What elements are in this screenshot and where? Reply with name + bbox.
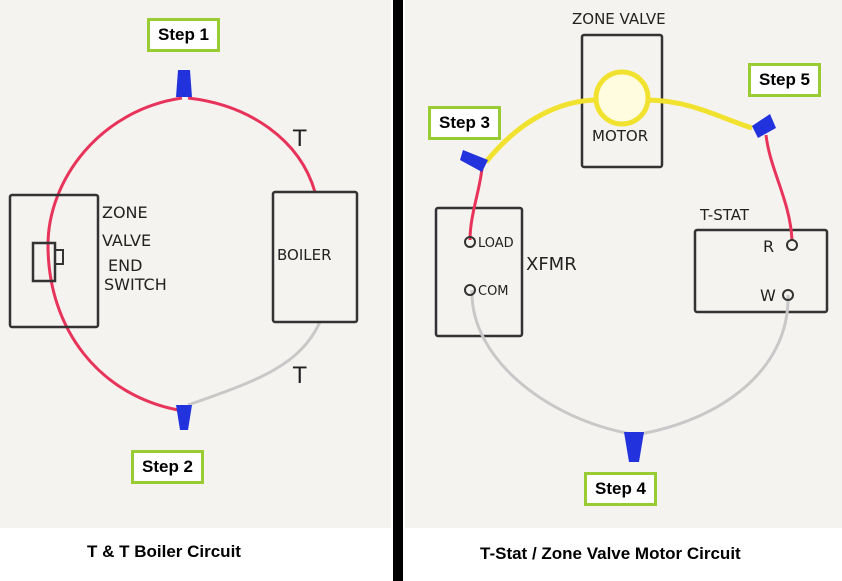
xfmr-label: XFMR: [526, 254, 577, 275]
zone-valve-end-switch-box: [8, 193, 100, 329]
left-caption: T & T Boiler Circuit: [87, 542, 241, 561]
step-1-label: Step 1: [147, 18, 221, 52]
step-4-label: Step 4: [584, 472, 658, 506]
wire-nut-step-5: [752, 114, 776, 138]
wire-nut-step-2: [176, 405, 192, 430]
zone-line-4: SWITCH: [104, 275, 167, 294]
xfmr-box: [434, 206, 524, 338]
yellow-wire-left: [484, 97, 599, 164]
load-terminal: [464, 236, 476, 248]
red-wire-left-loop: [46, 96, 183, 412]
w-label: W: [760, 286, 776, 305]
w-terminal: [782, 289, 794, 301]
wire-nut-step-4: [624, 432, 644, 462]
white-wire-com: [470, 289, 633, 436]
com-terminal: [464, 284, 476, 296]
zone-valve-end-switch-label: ZONE VALVE END SWITCH: [102, 203, 167, 294]
zone-line-1: ZONE: [102, 203, 148, 222]
zone-line-3: END: [108, 256, 142, 275]
boiler-box: [271, 190, 359, 324]
step-2-label: Step 2: [131, 450, 205, 484]
t-label-bottom: T: [292, 364, 307, 389]
boiler-label: BOILER: [277, 246, 332, 264]
step-5-label: Step 5: [748, 63, 822, 97]
red-wire-top-right: [187, 96, 317, 193]
end-switch-tab: [54, 249, 64, 265]
r-terminal: [786, 239, 798, 251]
yellow-wire-right: [645, 97, 753, 131]
load-label: LOAD: [478, 236, 514, 251]
tstat-label: T-STAT: [699, 206, 750, 224]
left-panel: [0, 0, 391, 528]
zone-line-2: VALVE: [102, 231, 151, 250]
r-label: R: [763, 237, 774, 256]
right-caption: T-Stat / Zone Valve Motor Circuit: [480, 544, 741, 563]
com-label: COM: [478, 284, 509, 299]
red-wire-r: [764, 134, 794, 241]
motor-circle: [593, 69, 651, 127]
white-wire-bottom-right: [187, 321, 322, 407]
wire-nut-step-1: [176, 70, 192, 97]
t-label-top: T: [292, 127, 307, 152]
tstat-box: [693, 228, 829, 314]
red-wire-load: [468, 167, 484, 241]
step-3-label: Step 3: [428, 106, 502, 140]
white-wire-w: [639, 294, 790, 436]
motor-label: MOTOR: [592, 127, 648, 145]
wire-nut-step-3: [460, 150, 488, 172]
zone-valve-label: ZONE VALVE: [572, 10, 666, 28]
panel-divider: [393, 0, 403, 581]
